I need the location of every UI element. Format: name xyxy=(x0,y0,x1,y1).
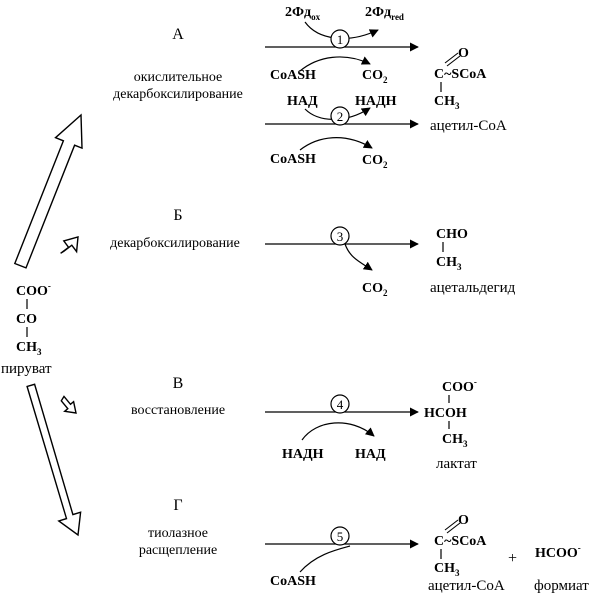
section-v: В восстановление 4 НАДН НАД COO- HCOH CH… xyxy=(131,375,477,472)
acetyl-coa-2-thioester: C~SCoA xyxy=(434,534,487,549)
acetyl-coa-2-double-bond-2 xyxy=(446,522,461,534)
section-a-process-line1: окислительное xyxy=(134,70,223,85)
acetyl-coa-oxygen: O xyxy=(458,46,469,61)
reaction-1-number: 1 xyxy=(337,32,344,47)
reaction-5-badge xyxy=(330,526,350,546)
reaction-2-nad: НАД xyxy=(287,94,318,109)
arrow-to-section-b xyxy=(60,236,79,254)
reaction-1-coash: CoASH xyxy=(270,68,316,83)
acetyl-coa-2-label: ацетил-CoA xyxy=(428,578,505,594)
formate-label: формиат xyxy=(534,578,589,594)
reaction-4-badge xyxy=(330,394,350,414)
section-g-process-line1: тиолазное xyxy=(148,526,208,541)
reaction-5-coash: CoASH xyxy=(270,574,316,589)
reaction-1-ferredoxin-ox: 2Фдox xyxy=(285,5,321,22)
section-b: Б декарбоксилирование 3 CO2 CHO CH3 ацет… xyxy=(110,207,516,298)
reaction-2-badge xyxy=(330,106,350,126)
section-a-process-line2: декарбоксилирование xyxy=(113,87,243,102)
acetaldehyde-label: ацетальдегид xyxy=(430,280,516,296)
section-a: А окислительное декарбоксилирование 2Фдo… xyxy=(113,5,507,170)
section-g-process-line2: расщепление xyxy=(139,543,217,558)
reaction-3-co2-arc xyxy=(344,243,373,271)
section-g-letter: Г xyxy=(173,497,182,514)
section-v-product: COO- HCOH CH3 лактат xyxy=(424,377,477,472)
lactate-hydroxyl: HCOH xyxy=(424,406,467,421)
acetyl-coa-label: ацетил-CoA xyxy=(430,118,507,134)
pyruvate-carboxylate: COO- xyxy=(16,281,51,299)
plus-sign: + xyxy=(508,550,517,567)
acetaldehyde-aldehyde: CHO xyxy=(436,227,468,242)
arrow-to-section-a xyxy=(13,113,83,269)
acetyl-coa-methyl: CH3 xyxy=(434,94,460,111)
reaction-3-number: 3 xyxy=(337,229,344,244)
pyruvate-structure: COO- CO CH3 пируват xyxy=(1,281,52,377)
reaction-2-coash-arc xyxy=(299,137,373,151)
reaction-5-coash-arc xyxy=(299,545,351,573)
acetyl-coa-thioester: C~SCoA xyxy=(434,67,487,82)
reaction-4-cofactor-arc xyxy=(301,422,375,441)
formate-formula: HCOO- xyxy=(535,543,581,561)
reaction-2-nadh: НАДН xyxy=(355,94,397,109)
acetaldehyde-methyl: CH3 xyxy=(436,255,462,272)
reaction-4-nadh: НАДН xyxy=(282,447,324,462)
pyruvate-methyl: CH3 xyxy=(16,340,42,357)
reaction-2-coash: CoASH xyxy=(270,152,316,167)
lactate-carboxylate: COO- xyxy=(442,377,477,395)
reaction-2-number: 2 xyxy=(337,109,344,124)
reaction-3-co2: CO2 xyxy=(362,281,388,298)
section-a-letter: А xyxy=(172,26,184,43)
reaction-1-coash-arc xyxy=(299,56,371,72)
reaction-1-badge xyxy=(330,29,350,49)
section-b-process: декарбоксилирование xyxy=(110,236,240,251)
pyruvate-label: пируват xyxy=(1,361,52,377)
reaction-5-number: 5 xyxy=(337,529,344,544)
lactate-methyl: CH3 xyxy=(442,432,468,449)
acetyl-coa-2-oxygen: O xyxy=(458,513,469,528)
reaction-4-nad: НАД xyxy=(355,447,386,462)
acetyl-coa-2-double-bond-1 xyxy=(444,519,459,531)
section-b-product: CHO CH3 ацетальдегид xyxy=(430,227,516,296)
arrow-to-section-g xyxy=(26,383,82,537)
reaction-2-co2: CO2 xyxy=(362,153,388,170)
section-v-process: восстановление xyxy=(131,403,225,418)
acetyl-coa-double-bond-2 xyxy=(446,55,461,67)
pyruvate-carbonyl: CO xyxy=(16,312,37,327)
reaction-1-ferredoxin-red: 2Фдred xyxy=(365,5,404,22)
section-g: Г тиолазное расщепление 5 CoASH O C~SCoA… xyxy=(139,497,589,594)
section-g-product: O C~SCoA CH3 ацетил-CoA xyxy=(428,513,505,594)
section-a-product: O C~SCoA CH3 ацетил-CoA xyxy=(430,46,507,134)
reaction-4-number: 4 xyxy=(337,397,344,412)
acetyl-coa-double-bond-1 xyxy=(444,52,459,64)
section-v-letter: В xyxy=(173,375,184,392)
acetyl-coa-2-methyl: CH3 xyxy=(434,561,460,578)
reaction-3-badge xyxy=(330,226,350,246)
lactate-label: лактат xyxy=(436,456,477,472)
reaction-1-co2: CO2 xyxy=(362,68,388,85)
section-b-letter: Б xyxy=(173,207,182,224)
arrow-to-section-v xyxy=(60,395,77,414)
